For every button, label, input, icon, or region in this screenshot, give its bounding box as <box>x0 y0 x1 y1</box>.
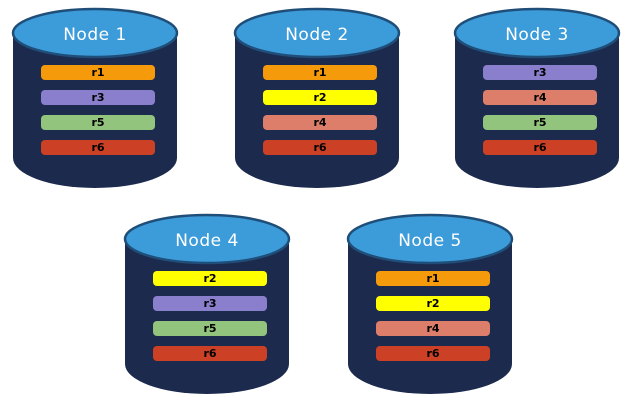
replica-r3[interactable]: r3 <box>153 296 267 311</box>
replica-r2[interactable]: r2 <box>376 296 490 311</box>
replica-r6[interactable]: r6 <box>41 140 155 155</box>
cylinder-top-ellipse <box>123 213 291 265</box>
replica-r5[interactable]: r5 <box>153 321 267 336</box>
replica-r4[interactable]: r4 <box>483 90 597 105</box>
cylinder-top-ellipse <box>233 7 401 59</box>
replica-r1[interactable]: r1 <box>41 65 155 80</box>
replica-stack: r1 r3 r5 r6 <box>41 65 155 155</box>
replica-r4[interactable]: r4 <box>263 115 377 130</box>
replica-r6[interactable]: r6 <box>153 346 267 361</box>
cylinder-top-ellipse <box>346 213 514 265</box>
cylinder-top-ellipse <box>453 7 621 59</box>
replica-r3[interactable]: r3 <box>483 65 597 80</box>
replica-r5[interactable]: r5 <box>483 115 597 130</box>
replica-r2[interactable]: r2 <box>263 90 377 105</box>
replica-stack: r3 r4 r5 r6 <box>483 65 597 155</box>
replica-r6[interactable]: r6 <box>483 140 597 155</box>
replica-stack: r1 r2 r4 r6 <box>376 271 490 361</box>
replica-stack: r2 r3 r5 r6 <box>153 271 267 361</box>
replica-r2[interactable]: r2 <box>153 271 267 286</box>
replica-r4[interactable]: r4 <box>376 321 490 336</box>
replica-r1[interactable]: r1 <box>263 65 377 80</box>
replica-stack: r1 r2 r4 r6 <box>263 65 377 155</box>
replica-r5[interactable]: r5 <box>41 115 155 130</box>
cylinder-top-ellipse <box>11 7 179 59</box>
replica-r3[interactable]: r3 <box>41 90 155 105</box>
replica-r1[interactable]: r1 <box>376 271 490 286</box>
replica-r6[interactable]: r6 <box>263 140 377 155</box>
replica-r6[interactable]: r6 <box>376 346 490 361</box>
